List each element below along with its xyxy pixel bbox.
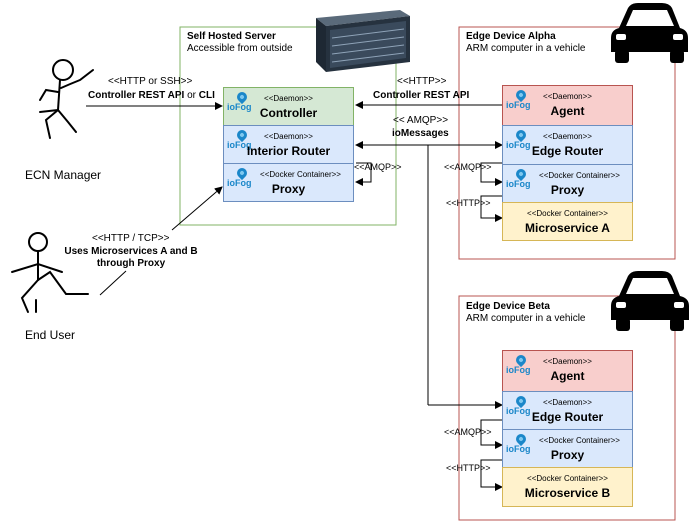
component-name: Proxy	[550, 183, 585, 197]
component-stereotype: <<Daemon>>	[264, 132, 313, 141]
alpha-zone	[458, 26, 676, 260]
component-name: Proxy	[550, 448, 585, 462]
iofog-logo-icon: ioFog	[506, 393, 536, 418]
server-zone-title: Self Hosted Server Accessible from outsi…	[187, 31, 293, 55]
interior-router-component[interactable]: ioFog <<Daemon>> Interior Router	[223, 125, 354, 164]
user-protocol-label: <<HTTP / TCP>>	[92, 233, 170, 244]
alpha-zone-subtitle: ARM computer in a vehicle	[466, 43, 586, 54]
component-stereotype: <<Docker Container>>	[260, 170, 341, 179]
car-icon	[611, 3, 688, 63]
amqp-router-label: << AMQP>>	[393, 115, 449, 126]
user-usage-line2: through Proxy	[96, 258, 166, 269]
server-zone-heading: Self Hosted Server	[187, 31, 276, 42]
component-name: Agent	[550, 104, 585, 118]
agent-api-text: Controller REST API	[373, 90, 470, 101]
agent-protocol-label: <<HTTP>>	[397, 76, 447, 87]
alpha-proxy-component[interactable]: ioFog <<Docker Container>> Proxy	[502, 164, 633, 203]
microservice-b-component[interactable]: <<Docker Container>> Microservice B	[502, 467, 633, 507]
manager-or-text: or	[187, 90, 196, 101]
iomessages-text: ioMessages	[392, 128, 449, 139]
server-zone-subtitle: Accessible from outside	[187, 43, 293, 54]
component-stereotype: <<Docker Container>>	[539, 171, 620, 180]
manager-cli-text: CLI	[198, 90, 215, 101]
iofog-logo-icon: ioFog	[506, 166, 536, 191]
component-name: Microservice A	[525, 221, 610, 235]
component-stereotype: <<Daemon>>	[543, 132, 592, 141]
component-name: Interior Router	[246, 144, 331, 158]
end-user-figure	[11, 232, 89, 313]
beta-http-label: <<HTTP>>	[446, 463, 491, 473]
iofog-logo-icon: ioFog	[506, 127, 536, 152]
alpha-edge-router-component[interactable]: ioFog <<Daemon>> Edge Router	[502, 125, 633, 165]
component-name: Edge Router	[531, 144, 604, 158]
beta-zone	[458, 295, 676, 521]
component-stereotype: <<Daemon>>	[543, 398, 592, 407]
component-name: Edge Router	[531, 410, 604, 424]
component-stereotype: <<Daemon>>	[264, 94, 313, 103]
ecn-manager-label: ECN Manager	[25, 168, 102, 182]
beta-amqp-label: <<AMQP>>	[444, 427, 492, 437]
user-usage-label: Uses Microservices A and B through Proxy	[64, 246, 198, 270]
user-usage-line1: Uses Microservices A and B	[64, 246, 198, 257]
beta-agent-component[interactable]: ioFog <<Daemon>> Agent	[502, 350, 633, 392]
server-zone	[179, 26, 397, 226]
beta-zone-subtitle: ARM computer in a vehicle	[466, 313, 586, 324]
beta-zone-heading: Edge Device Beta	[466, 301, 550, 312]
manager-api-text: Controller REST API	[88, 90, 185, 101]
component-stereotype: <<Daemon>>	[543, 92, 592, 101]
server-proxy-component[interactable]: ioFog <<Docker Container>> Proxy	[223, 163, 354, 202]
iofog-logo-icon: ioFog	[506, 431, 536, 456]
end-user-label: End User	[25, 328, 76, 342]
agent-api-label: Controller REST API	[373, 90, 469, 102]
component-name: Agent	[550, 369, 585, 383]
iofog-logo-icon: ioFog	[227, 165, 257, 190]
beta-proxy-component[interactable]: ioFog <<Docker Container>> Proxy	[502, 429, 633, 468]
component-name: Controller	[259, 106, 318, 120]
ecn-manager-figure	[39, 59, 94, 139]
alpha-http-label: <<HTTP>>	[446, 198, 491, 208]
alpha-zone-heading: Edge Device Alpha	[466, 31, 556, 42]
server-hardware-icon	[316, 10, 410, 72]
component-stereotype: <<Docker Container>>	[527, 474, 608, 483]
iomessages-label: ioMessages	[392, 128, 449, 140]
manager-api-label: Controller REST API or CLI	[88, 90, 215, 102]
server-amqp-label: <<AMQP>>	[354, 162, 402, 172]
arrows	[86, 101, 503, 491]
iofog-logo-icon: ioFog	[227, 127, 257, 152]
beta-zone-title: Edge Device Beta ARM computer in a vehic…	[466, 301, 586, 325]
alpha-agent-component[interactable]: ioFog <<Daemon>> Agent	[502, 85, 633, 126]
beta-edge-router-component[interactable]: ioFog <<Daemon>> Edge Router	[502, 391, 633, 430]
iofog-logo-icon: ioFog	[506, 352, 536, 377]
manager-protocol-label: <<HTTP or SSH>>	[108, 76, 193, 87]
alpha-zone-title: Edge Device Alpha ARM computer in a vehi…	[466, 31, 586, 55]
alpha-amqp-label: <<AMQP>>	[444, 162, 492, 172]
component-name: Microservice B	[524, 486, 611, 500]
iofog-logo-icon: ioFog	[506, 87, 536, 112]
car-icon	[611, 271, 689, 331]
microservice-a-component[interactable]: <<Docker Container>> Microservice A	[502, 202, 633, 241]
component-stereotype: <<Docker Container>>	[527, 209, 608, 218]
controller-component[interactable]: ioFog <<Daemon>> Controller	[223, 87, 354, 126]
component-name: Proxy	[271, 182, 306, 196]
iofog-logo-icon: ioFog	[227, 89, 257, 114]
component-stereotype: <<Docker Container>>	[539, 436, 620, 445]
component-stereotype: <<Daemon>>	[543, 357, 592, 366]
